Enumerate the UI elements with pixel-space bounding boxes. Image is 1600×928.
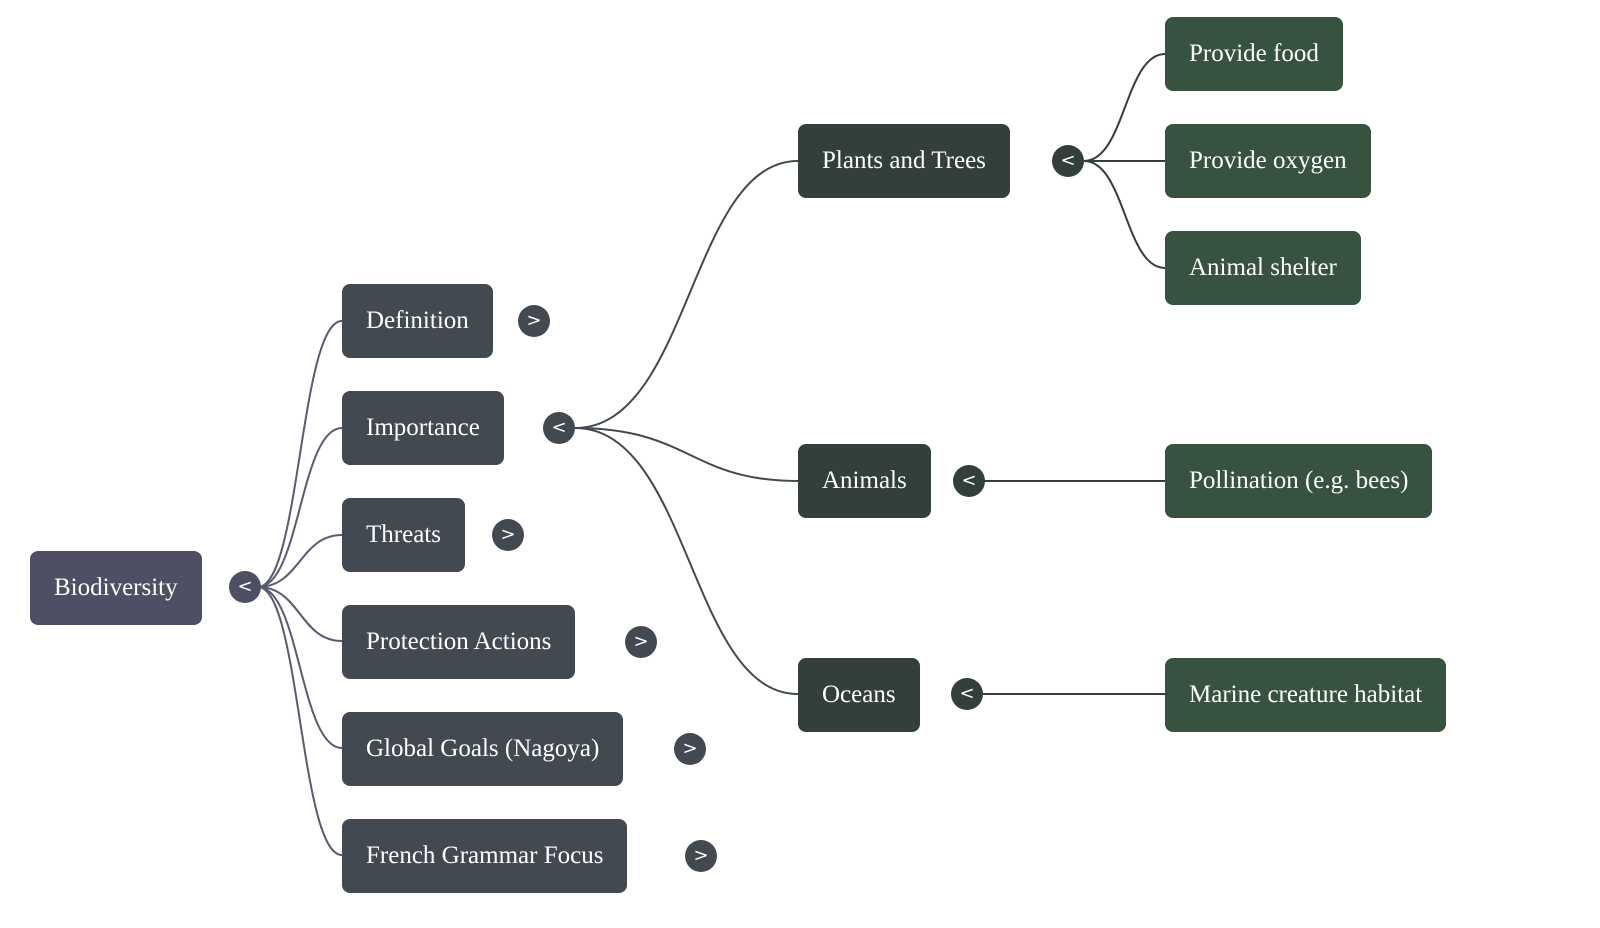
expand-toggle-threats[interactable]: > (492, 519, 524, 551)
link-root-definition (257, 320, 343, 588)
node-provide-food[interactable]: Provide food (1165, 17, 1343, 91)
node-oceans[interactable]: Oceans (798, 658, 920, 732)
link-root-global-goals (257, 586, 343, 749)
node-threats[interactable]: Threats (342, 498, 465, 572)
collapse-toggle-plants-and-trees[interactable]: < (1052, 145, 1084, 177)
link-root-protection (257, 586, 343, 642)
collapse-toggle-biodiversity[interactable]: < (229, 571, 261, 603)
link-root-french-grammar (257, 586, 343, 856)
expand-toggle-global-goals[interactable]: > (674, 733, 706, 765)
node-global-goals[interactable]: Global Goals (Nagoya) (342, 712, 624, 786)
node-marine-creature-habitat[interactable]: Marine creature habitat (1165, 658, 1447, 732)
expand-toggle-protection-actions[interactable]: > (625, 626, 657, 658)
node-animals[interactable]: Animals (798, 444, 931, 518)
node-importance[interactable]: Importance (342, 391, 504, 465)
node-plants-and-trees[interactable]: Plants and Trees (798, 124, 1010, 198)
link-root-threats (257, 534, 343, 588)
link-plants-shelter (1083, 160, 1166, 269)
link-importance-animals (574, 427, 799, 482)
link-importance-plants (574, 160, 799, 429)
expand-toggle-definition[interactable]: > (518, 305, 550, 337)
link-importance-oceans (574, 427, 799, 695)
link-root-importance (257, 427, 343, 588)
node-protection-actions[interactable]: Protection Actions (342, 605, 576, 679)
collapse-toggle-animals[interactable]: < (953, 465, 985, 497)
node-animal-shelter[interactable]: Animal shelter (1165, 231, 1361, 305)
node-provide-oxygen[interactable]: Provide oxygen (1165, 124, 1371, 198)
expand-toggle-french-grammar-focus[interactable]: > (685, 840, 717, 872)
link-plants-food (1083, 53, 1166, 162)
collapse-toggle-oceans[interactable]: < (951, 678, 983, 710)
node-biodiversity[interactable]: Biodiversity (30, 551, 202, 625)
collapse-toggle-importance[interactable]: < (543, 412, 575, 444)
node-definition[interactable]: Definition (342, 284, 493, 358)
node-pollination[interactable]: Pollination (e.g. bees) (1165, 444, 1433, 518)
node-french-grammar-focus[interactable]: French Grammar Focus (342, 819, 628, 893)
